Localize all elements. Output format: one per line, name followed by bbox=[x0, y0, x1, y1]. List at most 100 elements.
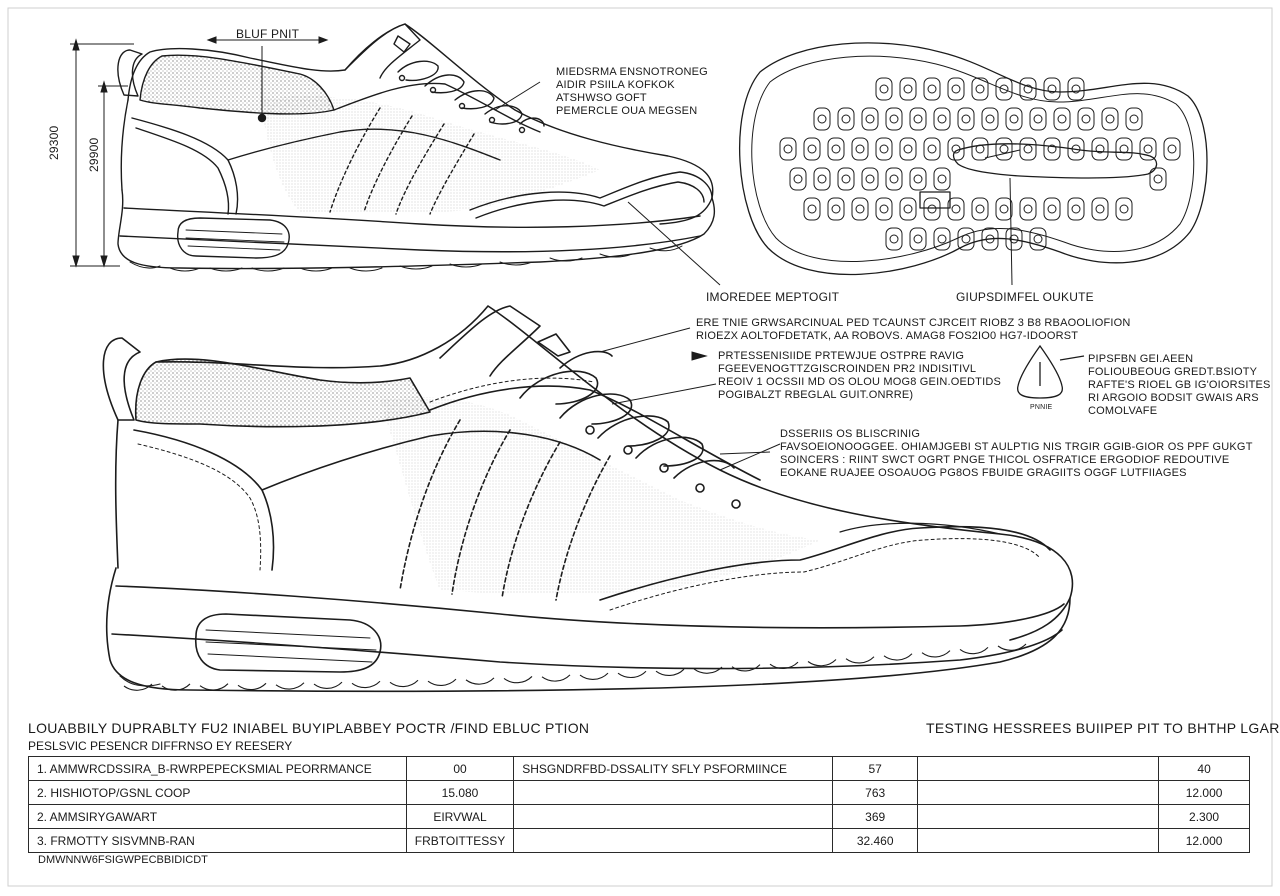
tread-lug-dimple bbox=[913, 114, 923, 124]
tread-lug-dimple bbox=[975, 144, 985, 154]
tread-lug-dimple bbox=[879, 204, 889, 214]
tread-lug-dimple bbox=[1167, 144, 1177, 154]
note-line: SOINCERS : RIINT SWCT OGRT PNGE THICOL O… bbox=[780, 454, 1230, 466]
outsole-tread-profile bbox=[123, 643, 1027, 691]
table-cell: SHSGNDRFBD-DSSALITY SFLY PSFORMIINCE bbox=[513, 756, 834, 781]
note-line: DSSERIIS OS BLISCRINIG bbox=[780, 428, 921, 440]
tread-mark bbox=[997, 643, 1027, 651]
tread-lug-dimple bbox=[1033, 234, 1043, 244]
tread-lug-dimple bbox=[1105, 114, 1115, 124]
tread-lug-dimple bbox=[1009, 234, 1019, 244]
tread-lug bbox=[923, 137, 941, 161]
note-line: MIEDSRMA ENSNOTRONEG bbox=[556, 66, 708, 78]
tread-lug-dimple bbox=[961, 114, 971, 124]
tread-lug-dimple bbox=[889, 234, 899, 244]
warning-label: PNNIE bbox=[1030, 404, 1053, 411]
tread-lug bbox=[803, 137, 821, 161]
shoe-side-view-top bbox=[117, 23, 716, 272]
dimension-lines bbox=[70, 36, 721, 286]
tread-lug bbox=[1005, 107, 1023, 131]
table-cell: 40 bbox=[1158, 756, 1250, 781]
table-cell bbox=[917, 780, 1160, 805]
tread-mark bbox=[465, 677, 495, 685]
tread-lug bbox=[851, 137, 869, 161]
tread-lug bbox=[1125, 107, 1143, 131]
tread-lug bbox=[909, 167, 927, 191]
table-row: 2. HISHIOTOP/GSNL COOP 15.080 763 12.000 bbox=[28, 780, 1250, 805]
tread-lug-dimple bbox=[807, 144, 817, 154]
tread-lug bbox=[909, 227, 927, 251]
tread-mark bbox=[693, 666, 723, 674]
tread-lug bbox=[923, 197, 941, 221]
tread-lug bbox=[813, 167, 831, 191]
tread-lug bbox=[875, 137, 893, 161]
tread-mark bbox=[427, 678, 457, 686]
tread-lug bbox=[827, 137, 845, 161]
note-line: PRTESSENISIIDE PRTEWJUE OSTPRE RAVIG bbox=[718, 350, 965, 362]
tread-lug-dimple bbox=[1023, 204, 1033, 214]
tread-lug-dimple bbox=[831, 204, 841, 214]
tread-lug bbox=[957, 227, 975, 251]
tread-lug bbox=[779, 137, 797, 161]
tread-lug-dimple bbox=[1071, 144, 1081, 154]
tread-lug-dimple bbox=[951, 144, 961, 154]
tread-lug bbox=[1019, 77, 1037, 101]
table-cell: EIRVWAL bbox=[405, 804, 515, 829]
tread-lug bbox=[1077, 107, 1095, 131]
tread-lug-dimple bbox=[937, 114, 947, 124]
tread-lug bbox=[957, 107, 975, 131]
tread-lug-dimple bbox=[903, 84, 913, 94]
tread-lug bbox=[837, 107, 855, 131]
tread-lug bbox=[851, 197, 869, 221]
tread-mark bbox=[617, 670, 647, 679]
tread-lug bbox=[875, 197, 893, 221]
outsole-tread-lugs bbox=[779, 77, 1181, 251]
callout-leaders bbox=[599, 327, 781, 471]
testing-title: TESTING HESSREES BUIIPEP PIT TO BHTHP LG… bbox=[926, 720, 1280, 736]
note-line: REOIV 1 OCSSII MD OS OLOU MOG8 GEIN.OEDT… bbox=[718, 376, 1002, 388]
tread-lug-dimple bbox=[1081, 114, 1091, 124]
table-cell: 15.080 bbox=[405, 780, 515, 805]
table-cell: FRBTOITTESSY bbox=[405, 828, 515, 853]
tread-lug-dimple bbox=[937, 174, 947, 184]
tread-lug bbox=[995, 137, 1013, 161]
tread-lug-dimple bbox=[951, 204, 961, 214]
tread-lug bbox=[909, 107, 927, 131]
tread-mark bbox=[161, 683, 191, 691]
tread-lug bbox=[933, 107, 951, 131]
note-line: FOLIOUBEOUG GREDT.BSIOTY bbox=[1088, 366, 1258, 378]
note-line: RI ARGOIO BODSIT GWAIS ARS bbox=[1088, 392, 1259, 404]
performance-note: PRTESSENISIIDE PRTEWJUE OSTPRE RAVIG FGE… bbox=[718, 350, 1001, 402]
table-cell bbox=[917, 804, 1160, 829]
blueprint-label: BLUF PNIT bbox=[236, 27, 300, 41]
tread-lug bbox=[1139, 137, 1157, 161]
tread-mark bbox=[541, 674, 571, 682]
design-note: DSSERIIS OS BLISCRINIG FAVSOEIONOOGGEE. … bbox=[780, 428, 1253, 480]
table-cell: 1. AMMWRCDSSIRA_B-RWRPEPECKSMIAL PEORRMA… bbox=[28, 756, 407, 781]
tread-mark bbox=[123, 683, 153, 691]
tread-lug-dimple bbox=[807, 204, 817, 214]
tread-lug-dimple bbox=[1129, 114, 1139, 124]
note-line: COMOLVAFE bbox=[1088, 405, 1158, 417]
tread-lug-dimple bbox=[889, 114, 899, 124]
upper-note: ERE TNIE GRWSARCINUAL PED TCAUNST CJRCEI… bbox=[696, 317, 1131, 343]
tread-lug bbox=[885, 227, 903, 251]
tread-mark bbox=[731, 664, 761, 672]
table-cell: 57 bbox=[832, 756, 919, 781]
tread-lug bbox=[837, 167, 855, 191]
tread-lug-dimple bbox=[841, 114, 851, 124]
tread-lug-dimple bbox=[913, 174, 923, 184]
tread-lug-dimple bbox=[985, 114, 995, 124]
tread-mark bbox=[769, 661, 799, 669]
sheet-border bbox=[7, 7, 1273, 887]
tread-lug bbox=[861, 107, 879, 131]
table-cell: 12.000 bbox=[1158, 828, 1250, 853]
tread-lug-dimple bbox=[889, 174, 899, 184]
tread-mark bbox=[921, 650, 951, 658]
tread-lug bbox=[1053, 107, 1071, 131]
table-cell: 2.300 bbox=[1158, 804, 1250, 829]
tread-lug bbox=[885, 167, 903, 191]
tread-lug bbox=[1019, 197, 1037, 221]
tread-lug-dimple bbox=[1153, 174, 1163, 184]
table-row: 2. AMMSIRYGAWART EIRVWAL 369 2.300 bbox=[28, 804, 1250, 829]
